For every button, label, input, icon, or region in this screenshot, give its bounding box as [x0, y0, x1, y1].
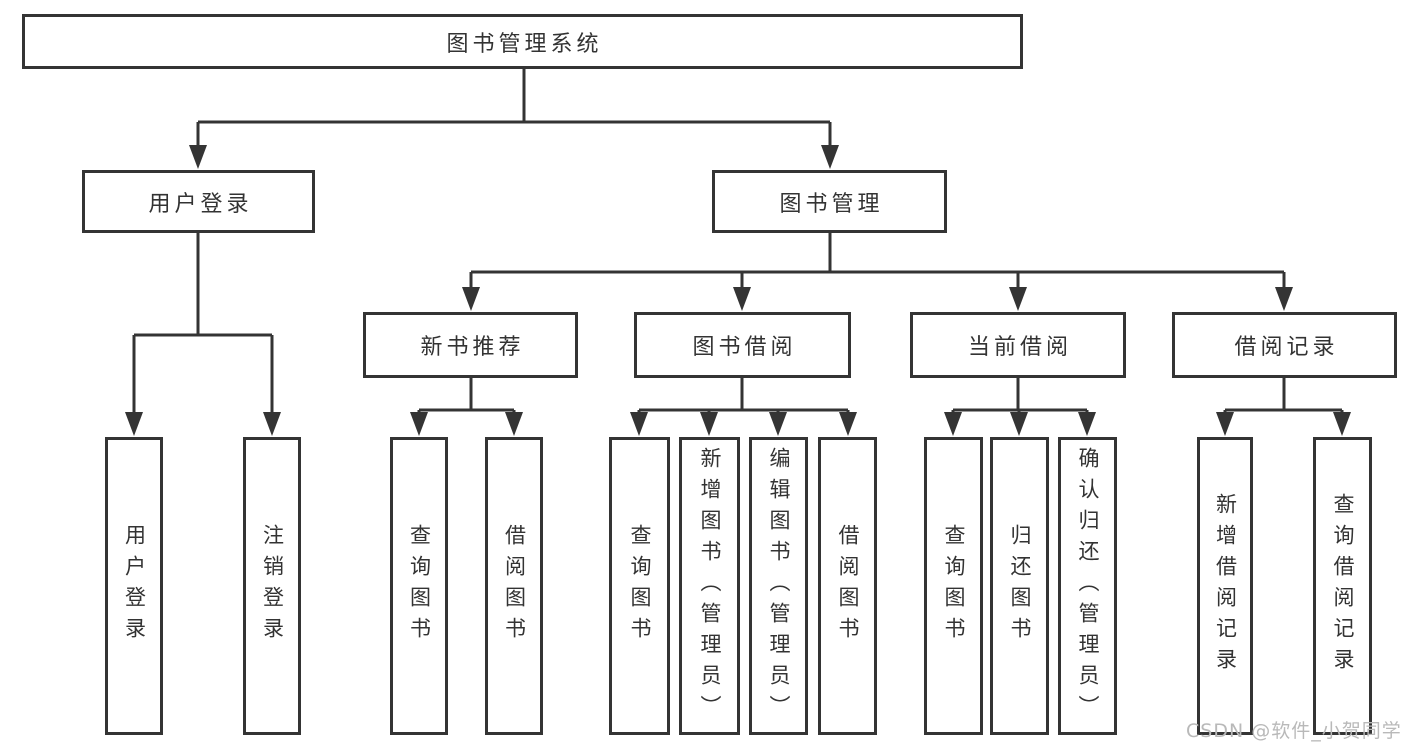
- node-borrow-records: 借阅记录: [1172, 312, 1397, 378]
- node-new-book-recommend: 新书推荐: [363, 312, 578, 378]
- node-user-login-branch: 用户登录: [82, 170, 315, 233]
- leaf-query-books-current: 查询图书: [924, 437, 983, 735]
- leaf-edit-book-admin: 编辑图书（管理员）: [749, 437, 808, 735]
- leaf-query-borrow-record: 查询借阅记录: [1313, 437, 1372, 735]
- leaf-borrow-books: 借阅图书: [818, 437, 877, 735]
- leaf-user-login: 用户登录: [105, 437, 163, 735]
- leaf-confirm-return-admin: 确认归还（管理员）: [1058, 437, 1117, 735]
- leaf-return-book: 归还图书: [990, 437, 1049, 735]
- leaf-query-books-recommend: 查询图书: [390, 437, 448, 735]
- leaf-logout: 注销登录: [243, 437, 301, 735]
- leaf-add-borrow-record: 新增借阅记录: [1197, 437, 1253, 735]
- node-book-borrow: 图书借阅: [634, 312, 851, 378]
- node-root: 图书管理系统: [22, 14, 1023, 69]
- node-book-management-branch: 图书管理: [712, 170, 947, 233]
- watermark: CSDN @软件_小贺同学: [1186, 720, 1402, 742]
- node-current-borrow: 当前借阅: [910, 312, 1126, 378]
- leaf-add-book-admin: 新增图书（管理员）: [679, 437, 740, 735]
- leaf-borrow-books-recommend: 借阅图书: [485, 437, 543, 735]
- leaf-query-books-borrow: 查询图书: [609, 437, 670, 735]
- arrowheads: [125, 145, 1351, 436]
